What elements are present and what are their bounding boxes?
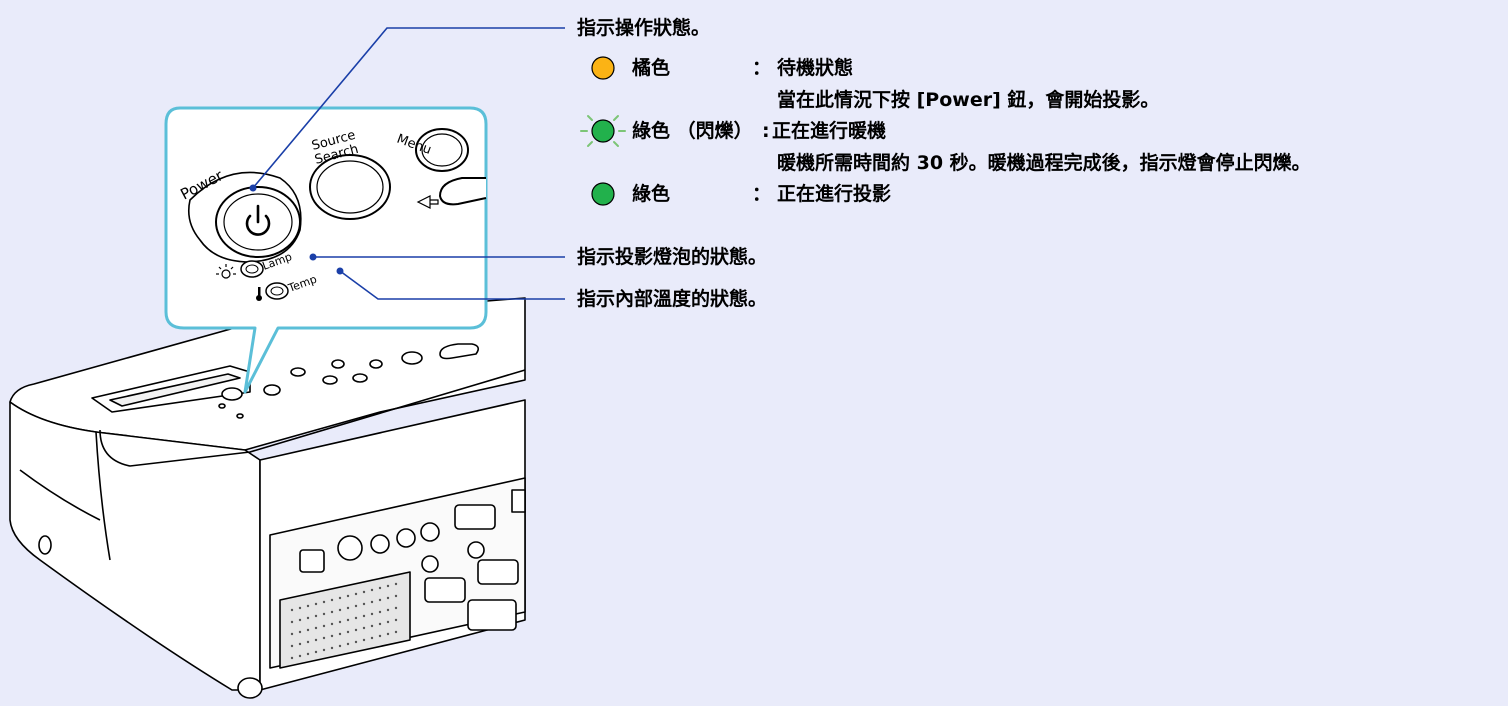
leader-lines: [252, 27, 565, 300]
leader-line-operation: [252, 27, 565, 189]
leader-dot-temp: [336, 267, 344, 275]
leader-dot-lamp: [309, 253, 317, 261]
callout-operation-text: 指示操作狀態。: [577, 17, 711, 39]
state-orange-status: 待機狀態: [777, 57, 854, 79]
orange-led-icon: [591, 56, 615, 80]
state-green-separator: ：: [752, 183, 772, 205]
state-orange-detail: 當在此情況下按 [Power] 鈕，會開始投影。: [777, 89, 1160, 111]
thermometer-icon: [256, 287, 262, 301]
state-blink-color: 綠色 （閃爍）: [632, 120, 753, 142]
power-icon: [245, 204, 271, 236]
state-blink-detail: 暖機所需時間約 30 秒。暖機過程完成後，指示燈會停止閃爍。: [777, 152, 1311, 174]
leader-line-temp: [339, 270, 565, 300]
state-blink-status: 正在進行暖機: [772, 120, 887, 142]
state-orange-color: 橘色: [632, 57, 671, 79]
projector-body: [9, 297, 526, 699]
left-arrow-icon: [416, 195, 439, 209]
leader-dot-operation: [249, 184, 257, 192]
state-green-color: 綠色: [632, 183, 671, 205]
speaker-grill-dots: [290, 582, 398, 660]
state-orange-separator: ：: [752, 57, 772, 79]
control-panel-zoom: Menu Source Search Power Lamp Temp: [164, 106, 488, 394]
green-led-icon: [591, 182, 615, 206]
blinking-green-led-icon: [580, 115, 626, 147]
lamp-icon: [216, 264, 236, 279]
callout-temp-text: 指示內部溫度的狀態。: [577, 288, 768, 310]
state-blink-separator: :: [762, 120, 770, 142]
callout-lamp-text: 指示投影燈泡的狀態。: [577, 246, 768, 268]
state-green-status: 正在進行投影: [777, 183, 892, 205]
